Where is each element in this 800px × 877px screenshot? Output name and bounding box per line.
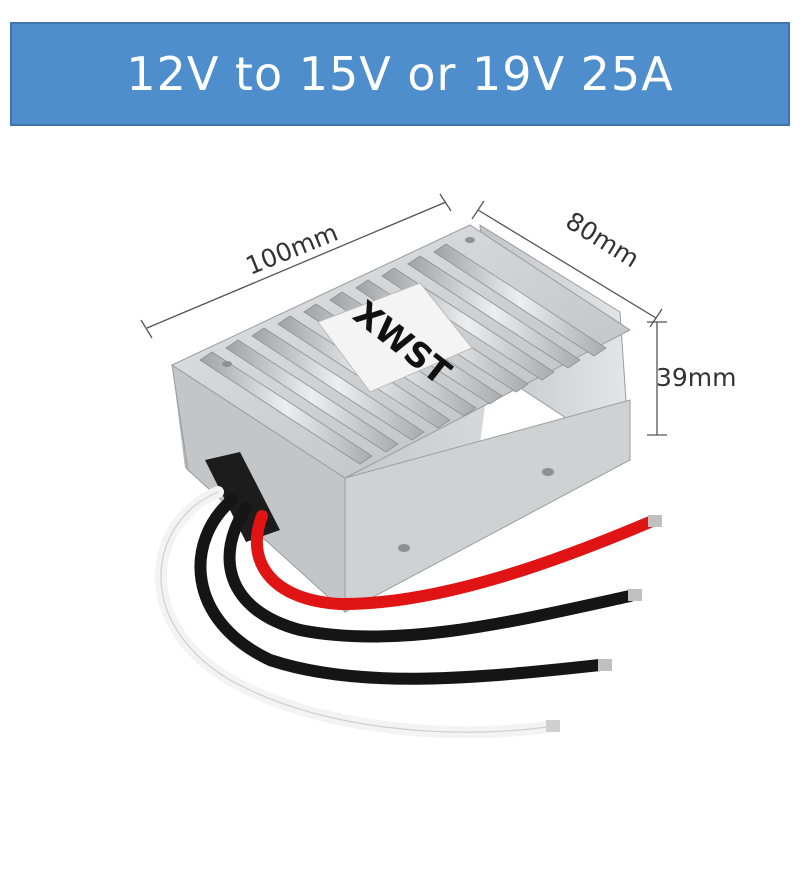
wire-black-2 [223, 502, 636, 643]
dimension-height [647, 321, 667, 436]
wire-red [250, 510, 656, 611]
title-banner: 12V to 15V or 19V 25A [10, 22, 790, 126]
logo-plate [317, 282, 473, 393]
mounting-holes [222, 237, 554, 552]
dimension-width-label: 80mm [561, 206, 645, 273]
banner-title: 12V to 15V or 19V 25A [126, 47, 674, 101]
product-photo: 100mm 80mm 39mm [140, 193, 737, 739]
dimension-length-label: 100mm [242, 218, 342, 281]
dimension-length [140, 193, 452, 339]
converter-housing: XWST [170, 224, 631, 614]
wire-black-1 [194, 494, 606, 685]
wires [155, 486, 656, 739]
dimension-height-label: 39mm [656, 363, 737, 392]
dimension-width [471, 200, 663, 328]
wire-tips [546, 515, 662, 732]
